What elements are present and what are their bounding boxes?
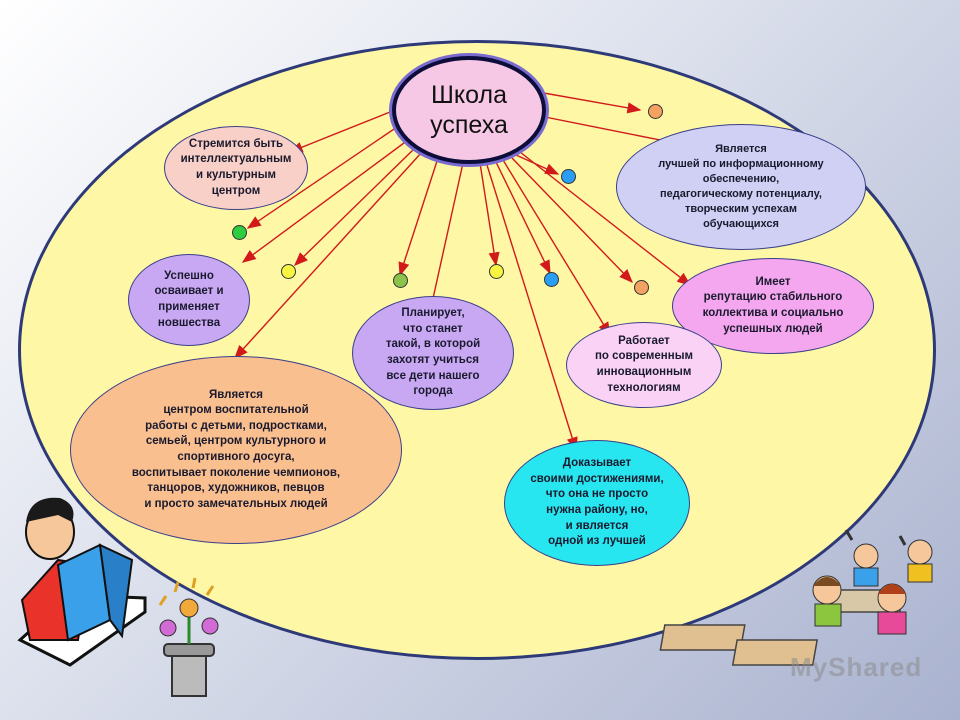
dot-5 <box>393 273 408 288</box>
dot-2 <box>561 169 576 184</box>
arrow-to-plans <box>427 162 464 314</box>
dot-6 <box>489 264 504 279</box>
arrow-to-innovations <box>241 139 409 263</box>
node-informational: Является лучшей по информационному обесп… <box>616 124 866 250</box>
arrow-to-dot-5 <box>398 157 439 277</box>
arrow-to-reputation <box>519 151 692 286</box>
node-upbringing: Является центром воспитательной работы с… <box>70 356 402 544</box>
arrow-to-dot-8 <box>511 157 633 284</box>
node-technologies: Работает по современным инновационным те… <box>566 322 722 408</box>
dot-3 <box>232 225 247 240</box>
node-achievements: Доказывает своими достижениями, что она … <box>504 440 690 566</box>
node-plans: Планирует, что станет такой, в которой з… <box>352 296 514 410</box>
arrow-to-dot-2 <box>504 149 560 175</box>
dot-8 <box>634 280 649 295</box>
center-node-school-of-success: Школа успеха <box>392 56 546 164</box>
node-intellectual: Стремится быть интеллектуальным и культу… <box>164 126 308 210</box>
dot-7 <box>544 272 559 287</box>
arrow-to-dot-4 <box>293 147 416 266</box>
node-innovations: Успешно осваивает и применяет новшества <box>128 254 250 346</box>
watermark: MyShared <box>790 652 923 682</box>
arrow-to-dot-1 <box>537 91 642 114</box>
arrow-to-technologies <box>502 159 611 337</box>
dot-4 <box>281 264 296 279</box>
arrow-to-intellectual <box>288 109 396 153</box>
dot-1 <box>648 104 663 119</box>
arrow-to-dot-3 <box>246 124 401 229</box>
arrow-to-achievements <box>486 164 578 452</box>
arrow-to-dot-7 <box>494 159 551 275</box>
arrow-to-upbringing <box>234 151 423 360</box>
arrow-to-dot-6 <box>479 162 500 267</box>
